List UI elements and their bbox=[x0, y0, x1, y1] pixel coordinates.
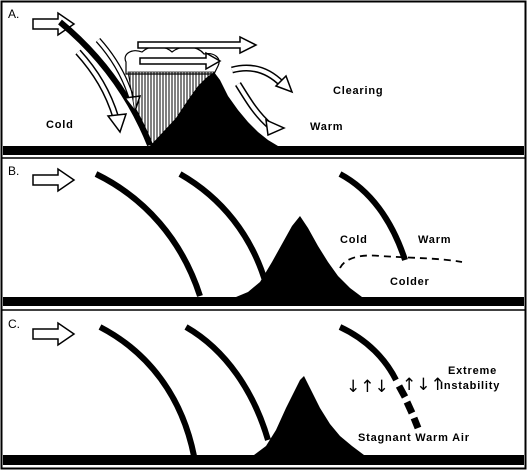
vertical-motion-arrows-icon: ↑↓↑ bbox=[402, 375, 445, 395]
label-cold: Cold bbox=[340, 234, 368, 246]
mountain bbox=[236, 216, 362, 297]
panel-b-label: B. bbox=[8, 164, 19, 178]
panel-c-label: C. bbox=[8, 317, 20, 331]
colder-air-boundary bbox=[339, 254, 463, 269]
ground-line bbox=[3, 455, 524, 465]
label-clearing: Clearing bbox=[333, 85, 383, 97]
front-line bbox=[184, 324, 271, 441]
panel-a-label: A. bbox=[8, 7, 19, 21]
label-warm: Warm bbox=[418, 234, 451, 246]
front-line bbox=[94, 171, 203, 297]
wind-arrow-icon bbox=[32, 321, 76, 347]
wind-arrow-icon bbox=[32, 167, 76, 193]
mountain bbox=[150, 72, 278, 146]
label-colder: Colder bbox=[390, 276, 430, 288]
label-extreme: Extreme bbox=[448, 365, 497, 377]
mountain bbox=[254, 376, 364, 455]
label-cold: Cold bbox=[46, 119, 74, 131]
clearing-arrow-icon bbox=[231, 64, 294, 94]
front-line bbox=[338, 171, 408, 261]
front-line bbox=[338, 324, 399, 382]
panel-c: C. ↓↑↓ ↑↓↑ Extreme Instability Stagnant … bbox=[3, 317, 524, 465]
panel-b: B. Cold Warm Colder bbox=[3, 164, 524, 306]
label-instability: Instability bbox=[440, 380, 500, 392]
front-line bbox=[178, 171, 269, 285]
ground-line bbox=[3, 297, 524, 306]
ground-line bbox=[3, 146, 524, 155]
label-stagnant-warm-air: Stagnant Warm Air bbox=[358, 432, 470, 444]
vertical-motion-arrows-icon: ↓↑↓ bbox=[346, 377, 389, 397]
upper-flow-arrow-icon bbox=[139, 51, 222, 71]
descending-air-arrow-icon bbox=[75, 49, 128, 134]
upper-flow-arrow-icon bbox=[137, 35, 258, 55]
front-line bbox=[98, 324, 197, 457]
broken-front-segments bbox=[395, 384, 422, 430]
panel-a: A. bbox=[3, 7, 524, 155]
warm-downslope-arrow-icon bbox=[235, 82, 286, 137]
label-warm: Warm bbox=[310, 121, 343, 133]
